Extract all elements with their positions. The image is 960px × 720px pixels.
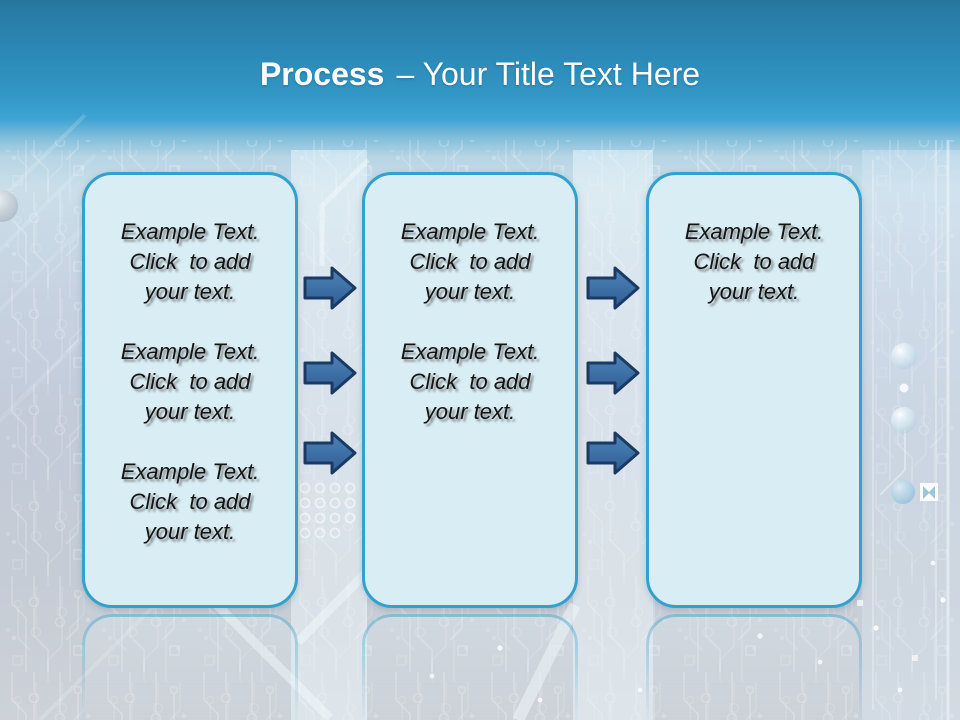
panel-1-reflection [82, 614, 298, 720]
placeholder-text[interactable]: Example Text. Click to add your text. [120, 219, 260, 304]
process-panel-2[interactable]: Example Text. Click to add your text. Ex… [362, 172, 578, 608]
slide-title: Process – Your Title Text Here [0, 54, 960, 94]
title-subtitle: – Your Title Text Here [396, 56, 701, 92]
placeholder-text[interactable]: Example Text. Click to add your text. [120, 339, 260, 424]
light-bands [291, 150, 960, 720]
placeholder-text[interactable]: Example Text. Click to add your text. [400, 339, 540, 424]
bubble-decorations [0, 190, 938, 504]
process-panel-1[interactable]: Example Text. Click to add your text. Ex… [82, 172, 298, 608]
panel-3-reflection [646, 614, 862, 720]
bright-dots [429, 560, 946, 703]
placeholder-text[interactable]: Example Text. Click to add your text. [684, 219, 824, 304]
placeholder-text[interactable]: Example Text. Click to add your text. [120, 459, 260, 544]
title-keyword: Process [259, 56, 385, 92]
via-grid [299, 482, 356, 539]
placeholder-text[interactable]: Example Text. Click to add your text. [400, 219, 540, 304]
panel-2-reflection [362, 614, 578, 720]
process-panel-3[interactable]: Example Text. Click to add your text. [646, 172, 862, 608]
